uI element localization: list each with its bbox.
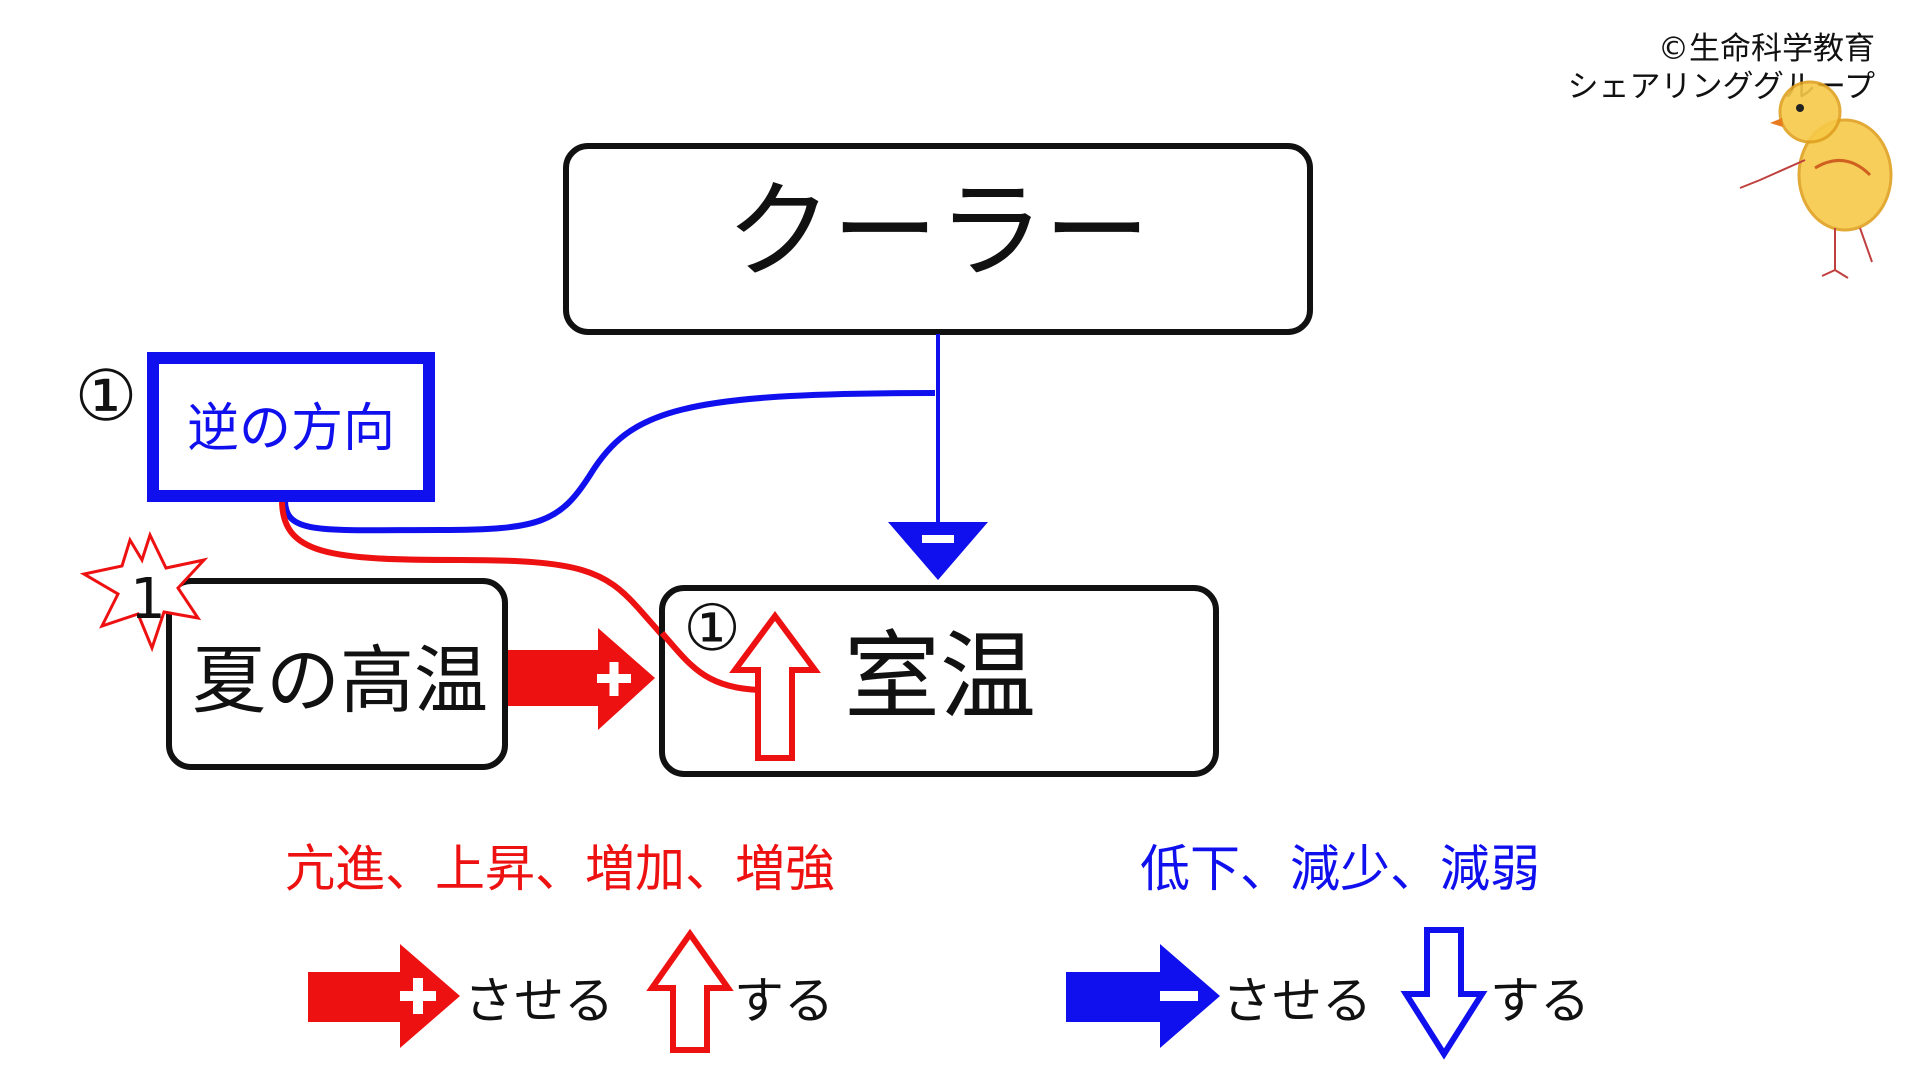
circle-one-left: ① bbox=[75, 355, 138, 437]
chick-mascot-icon bbox=[1739, 80, 1893, 279]
copyright-line-1: ©生命科学教育 bbox=[1658, 31, 1875, 67]
legend-cause-plus-label: させる bbox=[464, 972, 614, 1030]
legend-do-up-label: する bbox=[734, 972, 834, 1030]
plus-arrow bbox=[508, 628, 655, 730]
reverse-label: 逆の方向 bbox=[187, 399, 395, 459]
minus-arrowhead bbox=[888, 522, 988, 580]
legend-plus-arrow bbox=[308, 944, 460, 1048]
room-temp-box bbox=[659, 585, 1219, 777]
cooler-label: クーラー bbox=[726, 170, 1150, 293]
reverse-red-curve-end bbox=[659, 631, 761, 693]
summer-heat-label: 夏の高温 bbox=[192, 638, 488, 724]
circle-one-room: ① bbox=[683, 592, 740, 666]
legend-cause-minus-label: させる bbox=[1222, 972, 1372, 1030]
cooler-box bbox=[563, 143, 1313, 335]
minus-sign bbox=[922, 535, 954, 543]
summer-heat-box bbox=[166, 578, 508, 770]
room-temp-label: 室温 bbox=[844, 621, 1036, 733]
up-hollow-arrow bbox=[729, 610, 821, 761]
legend-do-down-label: する bbox=[1490, 972, 1590, 1030]
legend-down-hollow-arrow bbox=[1400, 927, 1488, 1060]
reverse-box bbox=[147, 352, 435, 502]
decrease-terms: 低下、減少、減弱 bbox=[1140, 840, 1540, 898]
legend-up-hollow-arrow bbox=[646, 928, 734, 1053]
plus-sign-v bbox=[609, 662, 619, 696]
legend-minus-arrow bbox=[1066, 944, 1220, 1048]
increase-terms: 亢進、上昇、増加、増強 bbox=[285, 840, 835, 898]
starburst-number: 1 bbox=[130, 567, 166, 632]
reverse-blue-curve bbox=[282, 390, 936, 534]
starburst-icon bbox=[79, 530, 209, 653]
